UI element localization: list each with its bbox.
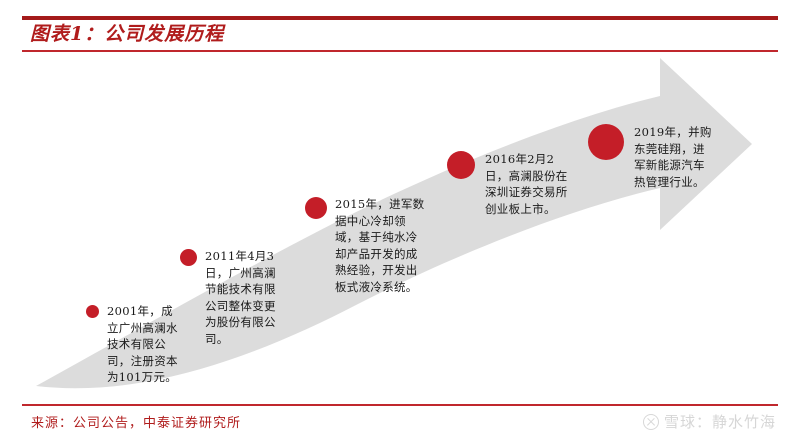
source-note: 来源：公司公告，中泰证券研究所 [31,416,242,431]
milestone-label: 2001年，成立广州高澜水技术有限公司，注册资本为101万元。 [107,304,178,384]
milestone-label: 2016年2月2日，高澜股份在深圳证券交易所创业板上市。 [485,152,568,216]
watermark-label: 雪球：静水竹海 [663,413,776,431]
header-bottom-rule [22,50,778,52]
milestone-2019: 2019年，并购东莞硅翔，进军新能源汽车热管理行业。 [588,124,716,190]
milestone-2015: 2015年，进军数据中心冷却领域，基于纯水冷却产品开发的成熟经验，开发出板式液冷… [305,196,427,295]
milestone-dot-icon [180,249,197,266]
milestone-label: 2015年，进军数据中心冷却领域，基于纯水冷却产品开发的成熟经验，开发出板式液冷… [335,197,425,294]
milestone-2016: 2016年2月2日，高澜股份在深圳证券交易所创业板上市。 [447,151,571,217]
arrow-shape [36,58,752,389]
page-title: 图表1：公司发展历程 [30,23,225,45]
footer-rule [22,404,778,406]
milestone-dot-icon [588,124,624,160]
milestone-label: 2019年，并购东莞硅翔，进军新能源汽车热管理行业。 [634,125,712,189]
milestone-dot-icon [86,305,99,318]
xueqiu-logo-icon [642,413,659,430]
growth-arrow [0,48,800,404]
milestone-dot-icon [305,197,327,219]
header-top-rule [22,16,778,20]
milestone-2011: 2011年4月3日，广州高澜节能技术有限公司整体变更为股份有限公司。 [180,248,285,347]
milestone-dot-icon [447,151,475,179]
milestone-label: 2011年4月3日，广州高澜节能技术有限公司整体变更为股份有限公司。 [205,249,276,346]
watermark: 雪球：静水竹海 [642,411,776,432]
milestone-2001: 2001年，成立广州高澜水技术有限公司，注册资本为101万元。 [86,303,179,386]
